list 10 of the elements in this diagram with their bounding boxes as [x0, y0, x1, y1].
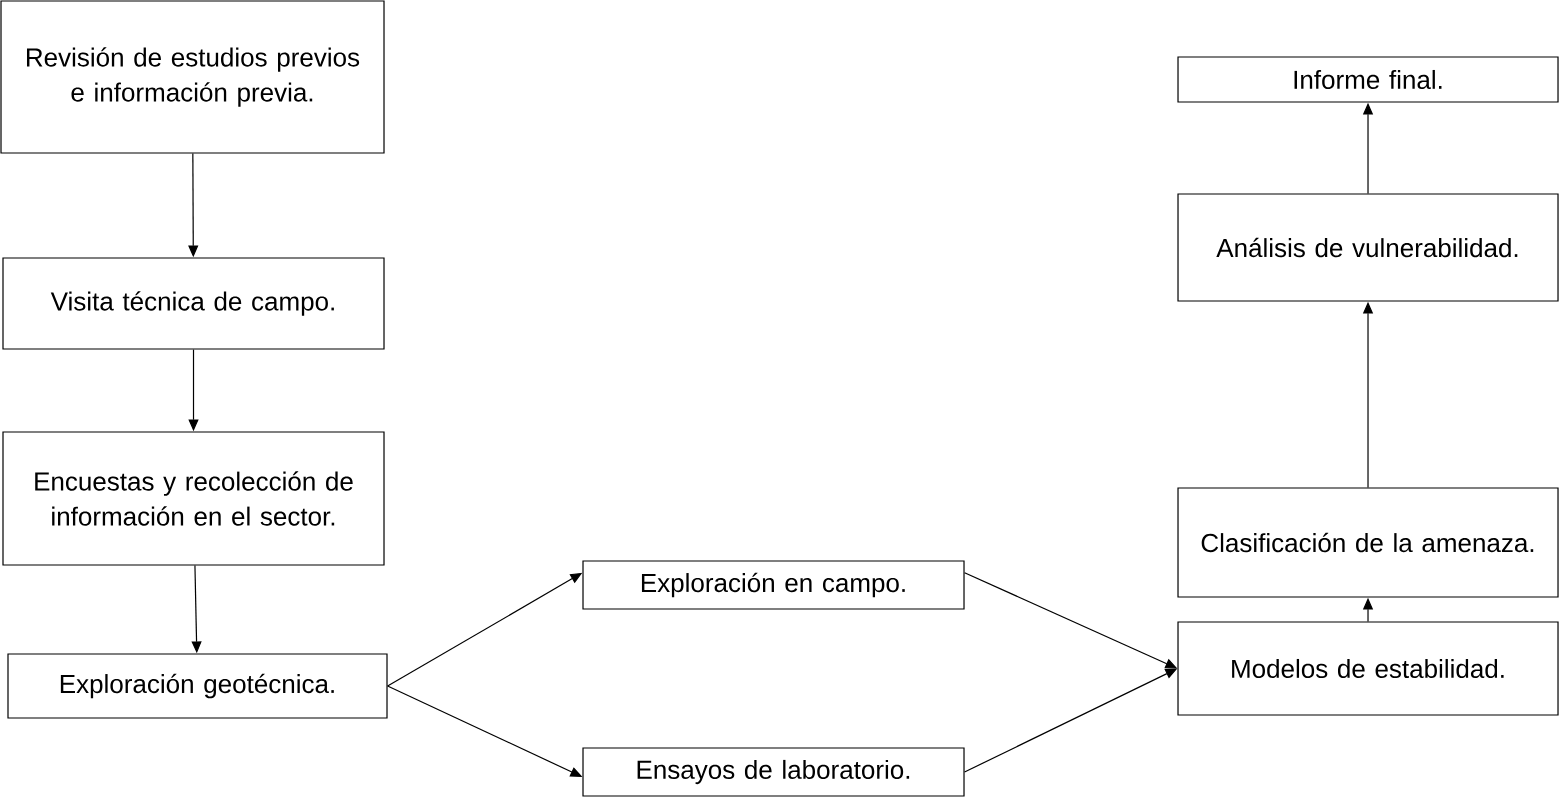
process-box: Revisión de estudios previos e información previa.	[0, 0, 385, 154]
process-box: Exploración en campo.	[582, 560, 965, 610]
process-box: Ensayos de laboratorio.	[582, 747, 965, 797]
process-box: Informe final.	[1177, 56, 1559, 103]
process-box: Visita técnica de campo.	[2, 257, 385, 350]
process-box: Clasificación de la amenaza.	[1177, 487, 1559, 598]
process-box: Análisis de vulnerabilidad.	[1177, 193, 1559, 302]
process-box: Modelos de estabilidad.	[1177, 621, 1559, 716]
process-box: Encuestas y recolección de información en el sector.	[2, 431, 385, 566]
process-box: Exploración geotécnica.	[7, 653, 388, 719]
